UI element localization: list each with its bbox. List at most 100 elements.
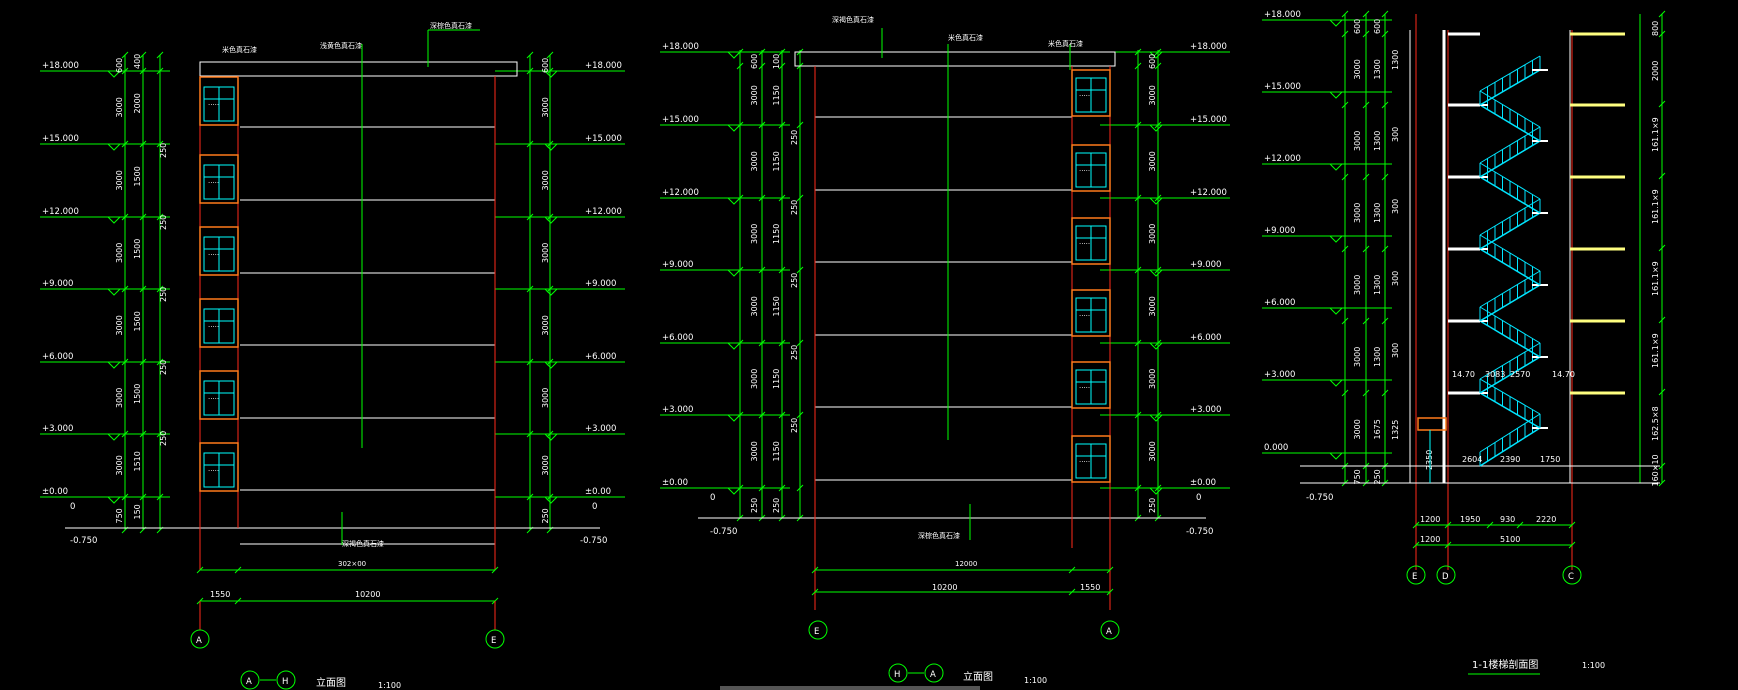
level-marker: ±0.00 xyxy=(40,487,170,504)
stair-section: +18.000+15.000+12.000+9.000+6.000+3.0000… xyxy=(1262,0,1673,675)
dim-tick xyxy=(1381,101,1389,109)
dim-text: 600 xyxy=(1148,54,1157,69)
dim-tick xyxy=(796,194,804,202)
dim-text: 3000 xyxy=(115,455,124,475)
dim-text: 5100 xyxy=(1500,535,1520,544)
dim-tick xyxy=(526,213,534,221)
dim-text: 250 xyxy=(790,273,799,288)
dim-text: 300 xyxy=(1391,271,1400,286)
dim-tick xyxy=(1106,566,1114,574)
window-frame xyxy=(1071,435,1111,483)
axis-bubble xyxy=(808,620,828,640)
window-tag: ····· xyxy=(1079,384,1090,392)
dim-tick xyxy=(546,213,554,221)
level-label: +6.000 xyxy=(42,352,73,362)
window-tag: ····· xyxy=(208,395,219,403)
dim-tick xyxy=(526,67,534,75)
axis-bubble xyxy=(190,629,210,649)
dim-text: 250 xyxy=(1148,498,1157,513)
dim-tick xyxy=(1568,521,1576,529)
level-label: ±0.00 xyxy=(662,478,688,488)
dim-tick xyxy=(1106,588,1114,596)
dim-tick xyxy=(796,484,804,492)
dim-tick xyxy=(1658,172,1666,180)
dim-text: 3000 xyxy=(541,243,550,263)
dim-tick xyxy=(546,358,554,366)
dim-tick xyxy=(1068,588,1076,596)
level-triangle xyxy=(1329,163,1343,171)
window-tag: ····· xyxy=(1079,167,1090,175)
level-marker: ±0.00 xyxy=(1100,478,1230,495)
dim-text: 3000 xyxy=(1148,151,1157,171)
drawing-title: 立面图 xyxy=(963,670,993,683)
level-triangle xyxy=(544,143,558,151)
dim-tick xyxy=(1658,30,1666,38)
dim-tick xyxy=(546,493,554,501)
axis-bubble xyxy=(485,629,505,649)
dim-text: 300 xyxy=(1391,199,1400,214)
level-marker: +6.000 xyxy=(495,352,625,369)
dim-text: 1300 xyxy=(1391,50,1400,70)
dim-text: 1200 xyxy=(1420,515,1440,524)
dim-tick xyxy=(526,51,534,59)
dim-text: 3000 xyxy=(750,441,759,461)
level-label: +15.000 xyxy=(585,134,622,144)
level-triangle xyxy=(107,361,121,369)
level-triangle xyxy=(727,197,741,205)
dim-text: 250 xyxy=(790,345,799,360)
dim-tick xyxy=(1658,479,1666,487)
dim-tick xyxy=(1362,173,1370,181)
window-tag: ····· xyxy=(208,101,219,109)
level-label: -0.750 xyxy=(1186,527,1213,537)
level-triangle xyxy=(544,288,558,296)
dim-text: 1150 xyxy=(772,441,781,461)
level-marker: +15.000 xyxy=(660,115,790,132)
dim-text: 250 xyxy=(159,360,168,375)
window-frame xyxy=(199,154,239,204)
window-frame xyxy=(199,76,239,126)
dim-tick xyxy=(1412,521,1420,529)
level-marker: +3.000 xyxy=(495,424,625,441)
level-label: +6.000 xyxy=(662,333,693,343)
note: 深褐色真石漆 xyxy=(342,539,384,548)
dim-tick xyxy=(1362,30,1370,38)
level-triangle xyxy=(1329,235,1343,243)
dim-tick xyxy=(234,597,242,605)
dim-tick xyxy=(139,493,147,501)
parapet xyxy=(199,61,518,77)
dim-tick xyxy=(121,430,129,438)
level-triangle xyxy=(107,143,121,151)
level-triangle xyxy=(1149,51,1163,59)
dim-text: 10200 xyxy=(355,590,380,599)
dim-tick xyxy=(1381,389,1389,397)
axis-label: H xyxy=(894,670,900,680)
dim-tick xyxy=(1068,566,1076,574)
scrollbar-horizontal[interactable] xyxy=(720,686,980,690)
window-frame xyxy=(199,298,239,348)
dim-tick xyxy=(1134,62,1142,70)
window-frame xyxy=(1071,144,1111,192)
dim-tick xyxy=(1658,10,1666,18)
dim-text: 1150 xyxy=(772,151,781,171)
dim-tick xyxy=(139,51,147,59)
dim-text: 750 xyxy=(115,508,124,523)
dim-text: 1500 xyxy=(133,384,142,404)
level-marker: +12.000 xyxy=(1100,188,1230,205)
level-label: +3.000 xyxy=(585,424,616,434)
dim-text: 600 xyxy=(750,54,759,69)
dim-tick xyxy=(1341,245,1349,253)
level-triangle xyxy=(1149,197,1163,205)
dim-tick xyxy=(139,213,147,221)
dim-tick xyxy=(1362,101,1370,109)
dim-text: 3000 xyxy=(1148,85,1157,105)
level-label: +6.000 xyxy=(1264,298,1295,308)
dim-tick xyxy=(121,285,129,293)
dim-text: 1200 xyxy=(1420,535,1440,544)
dim-text: 2220 xyxy=(1536,515,1556,524)
level-triangle xyxy=(727,124,741,132)
level-marker: +3.000 xyxy=(1100,405,1230,422)
axis-label: H xyxy=(282,677,288,687)
level-label: +3.000 xyxy=(1264,370,1295,380)
middle-elevation: +18.000+15.000+12.000+9.000+6.000+3.000±… xyxy=(660,15,1230,685)
